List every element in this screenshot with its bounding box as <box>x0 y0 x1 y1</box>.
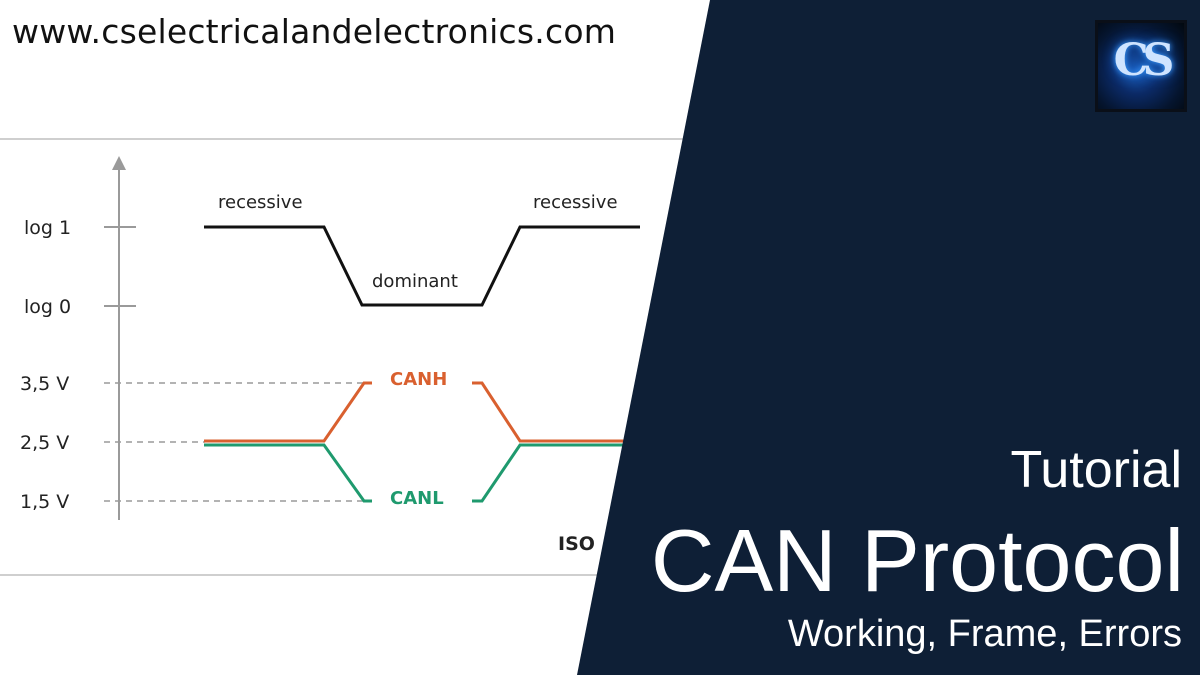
site-url: www.cselectricalandelectronics.com <box>12 12 617 51</box>
recessive-right-label: recessive <box>533 192 618 213</box>
canh-label: CANH <box>390 369 447 390</box>
voltage-label-low: 1,5 V <box>20 491 69 513</box>
canl-rise <box>472 443 640 503</box>
logic-waveform <box>204 225 640 307</box>
canl-label: CANL <box>390 488 444 509</box>
canl-fall <box>204 443 372 503</box>
cs-logo: CS <box>1095 20 1187 112</box>
dominant-label: dominant <box>372 271 458 292</box>
canh-rise <box>204 381 372 443</box>
y-axis-arrow-icon <box>112 156 126 170</box>
canh-fall <box>472 381 640 443</box>
page-subtitle: Working, Frame, Errors <box>787 613 1182 655</box>
tutorial-label: Tutorial <box>1010 441 1182 499</box>
log1-label: log 1 <box>24 217 71 239</box>
page-title: CAN Protocol <box>650 511 1184 610</box>
voltage-label-high: 3,5 V <box>20 373 69 395</box>
can-signal-diagram: log 1 log 0 3,5 V 2,5 V 1,5 V recessive … <box>20 156 640 555</box>
iso-label: ISO <box>558 533 595 555</box>
recessive-left-label: recessive <box>218 192 303 213</box>
cs-logo-icon: CS <box>1113 35 1175 86</box>
log0-label: log 0 <box>24 296 71 318</box>
voltage-label-mid: 2,5 V <box>20 432 69 454</box>
